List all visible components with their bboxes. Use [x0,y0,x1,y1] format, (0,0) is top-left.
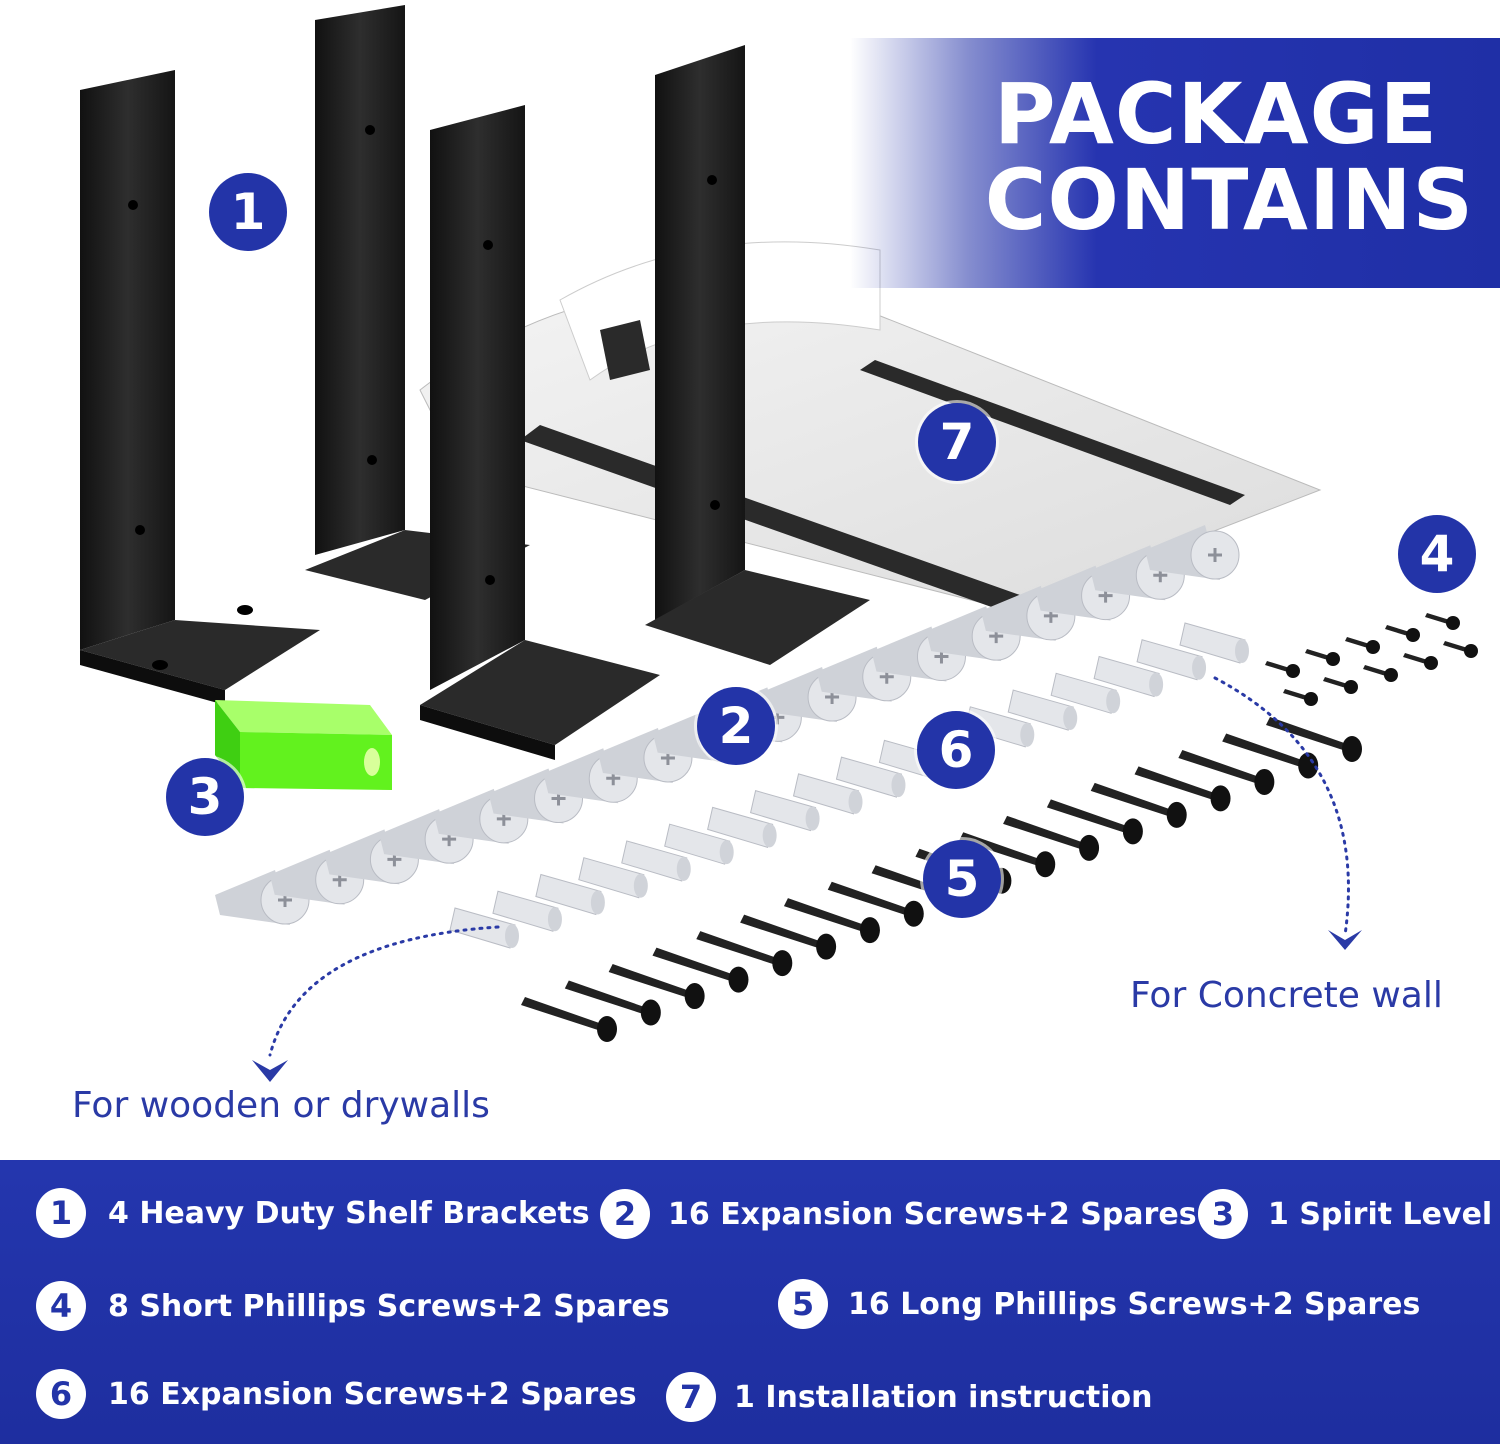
callout-marker-1: 1 [209,173,287,251]
l-bracket-icon [305,5,530,600]
caption-wooden-drywall: For wooden or drywalls [72,1085,490,1126]
arrow-head-icon [1328,930,1362,950]
item-label: 8 Short Phillips Screws+2 Spares [108,1288,670,1324]
item-label: 16 Expansion Screws+2 Spares [668,1196,1197,1232]
product-photo [80,5,1478,1082]
header-title-line2: CONTAINS [984,151,1474,249]
header-banner [850,38,1500,288]
contents-item-2: 2 16 Expansion Screws+2 Spares [600,1189,1197,1239]
contents-item-3: 3 1 Spirit Level [1198,1189,1492,1239]
item-label: 16 Long Phillips Screws+2 Spares [848,1286,1421,1322]
arrow-to-wooden-caption [268,925,500,1057]
caption-concrete-wall: For Concrete wall [1130,975,1443,1016]
screw-icon [1265,613,1478,706]
callout-marker-6: 6 [917,711,995,789]
item-label: 16 Expansion Screws+2 Spares [108,1376,637,1412]
contents-item-6: 6 16 Expansion Screws+2 Spares [36,1369,637,1419]
callout-marker-2: 2 [697,687,775,765]
callout-marker-5: 5 [923,840,1001,918]
item-number-badge: 2 [600,1189,650,1239]
item-number-badge: 1 [36,1188,86,1238]
header-title-line1: PACKAGE [994,65,1438,163]
contents-item-7: 7 1 Installation instruction [666,1372,1153,1422]
item-number-badge: 7 [666,1372,716,1422]
spirit-level-icon [215,700,392,790]
contents-list-panel [0,1160,1500,1444]
contents-item-5: 5 16 Long Phillips Screws+2 Spares [778,1279,1420,1329]
arrow-head-icon [252,1060,288,1082]
arrow-to-concrete-caption [1213,676,1350,937]
l-bracket-icon [420,105,660,760]
contents-item-4: 4 8 Short Phillips Screws+2 Spares [36,1281,670,1331]
callout-marker-3: 3 [166,758,244,836]
item-label: 1 Installation instruction [734,1379,1153,1415]
l-bracket-icon [80,70,320,705]
callout-marker-7: 7 [918,403,996,481]
contents-item-1: 1 4 Heavy Duty Shelf Brackets [36,1188,590,1238]
item-number-badge: 5 [778,1279,828,1329]
item-label: 1 Spirit Level [1268,1196,1493,1232]
item-number-badge: 3 [1198,1189,1248,1239]
callout-marker-4: 4 [1398,515,1476,593]
item-number-badge: 4 [36,1281,86,1331]
l-bracket-icon [645,45,870,665]
item-label: 4 Heavy Duty Shelf Brackets [108,1195,590,1231]
item-number-badge: 6 [36,1369,86,1419]
